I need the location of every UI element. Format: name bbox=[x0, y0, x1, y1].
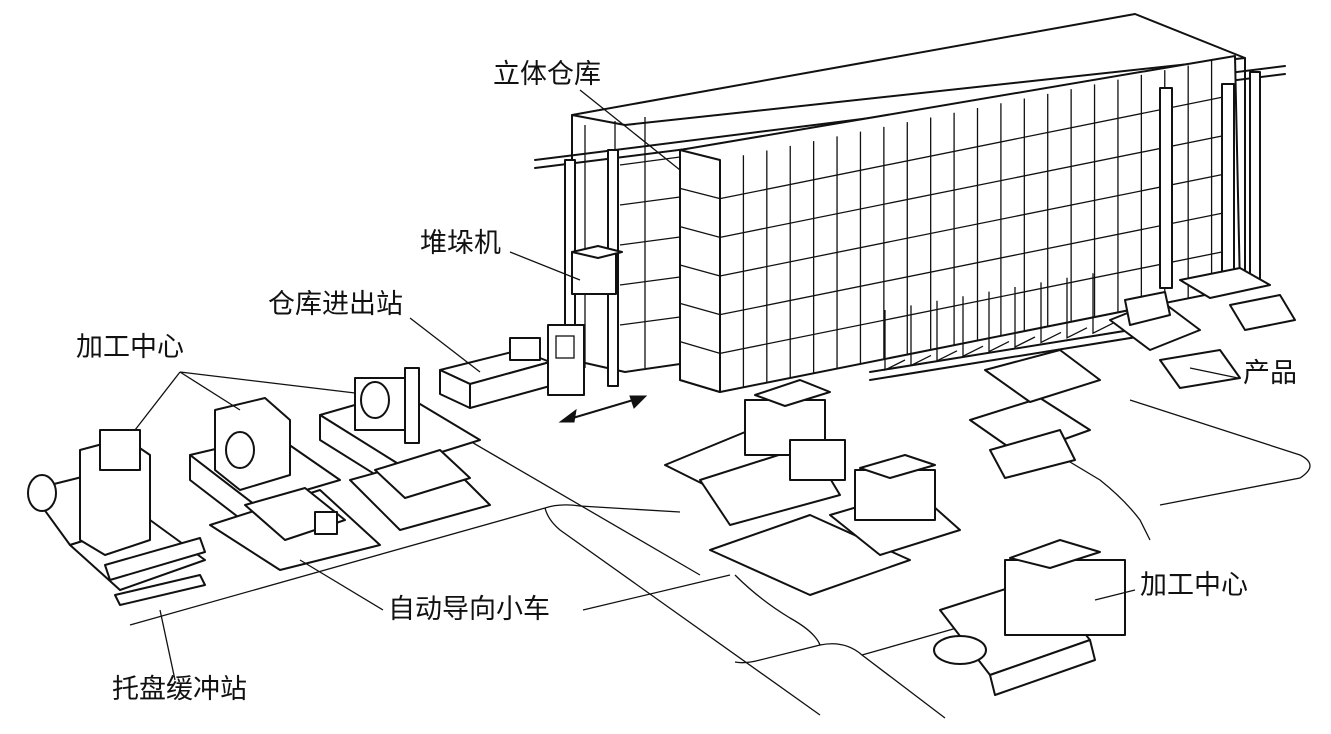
rack-back-row bbox=[619, 196, 681, 206]
leader-lines bbox=[134, 89, 1239, 681]
rack-back-row bbox=[619, 236, 681, 246]
label-product: 产品 bbox=[1243, 358, 1297, 389]
label-station: 仓库进出站 bbox=[268, 289, 403, 320]
agv-direction-arrow bbox=[558, 395, 648, 423]
rack-side-line bbox=[679, 226, 721, 238]
rack-back-row bbox=[619, 276, 681, 286]
product-area bbox=[1109, 267, 1296, 389]
machining-center-3 bbox=[319, 367, 491, 531]
rack-divider bbox=[1014, 287, 1036, 349]
label-stacker: 堆垛机 bbox=[420, 228, 501, 259]
machining-center-7 bbox=[933, 539, 1126, 696]
rack-divider bbox=[936, 300, 958, 362]
rack-divider bbox=[910, 305, 932, 367]
label-machining-center-right: 加工中心 bbox=[1140, 570, 1248, 601]
rack-row-line bbox=[719, 248, 1236, 354]
rack-divider bbox=[1066, 277, 1088, 339]
label-agv: 自动导向小车 bbox=[388, 594, 550, 625]
rack-row-line bbox=[719, 171, 1236, 277]
rack-side-line bbox=[679, 264, 721, 277]
rack-back-row bbox=[619, 316, 681, 326]
label-machining-center-left: 加工中心 bbox=[76, 332, 184, 363]
rack-side-line bbox=[679, 302, 721, 316]
machining-center-4 bbox=[664, 379, 846, 526]
rack-divider bbox=[884, 310, 906, 372]
rack-side-line bbox=[679, 341, 721, 354]
rack-row-line bbox=[719, 132, 1236, 238]
machining-center-5 bbox=[709, 454, 961, 596]
stacker-carriage bbox=[571, 251, 617, 295]
rack-row-line bbox=[719, 210, 1236, 316]
label-pallet-buffer: 托盘缓冲站 bbox=[112, 674, 247, 705]
automated-warehouse bbox=[534, 13, 1286, 393]
rack-divider bbox=[988, 291, 1010, 353]
machining-center-2 bbox=[189, 397, 381, 571]
rack-back-row bbox=[619, 156, 681, 166]
rack-divider bbox=[962, 296, 984, 358]
warehouse-station bbox=[439, 324, 585, 409]
rack-row-line bbox=[719, 94, 1236, 200]
label-warehouse: 立体仓库 bbox=[493, 59, 601, 90]
control-cabinet bbox=[547, 324, 585, 396]
machining-center-1 bbox=[27, 429, 206, 606]
rack-divider bbox=[1092, 273, 1114, 335]
rack-divider bbox=[1040, 282, 1062, 344]
machining-center-6 bbox=[969, 349, 1101, 479]
rack-dividers bbox=[884, 273, 1114, 372]
rack-side-line bbox=[679, 187, 721, 200]
